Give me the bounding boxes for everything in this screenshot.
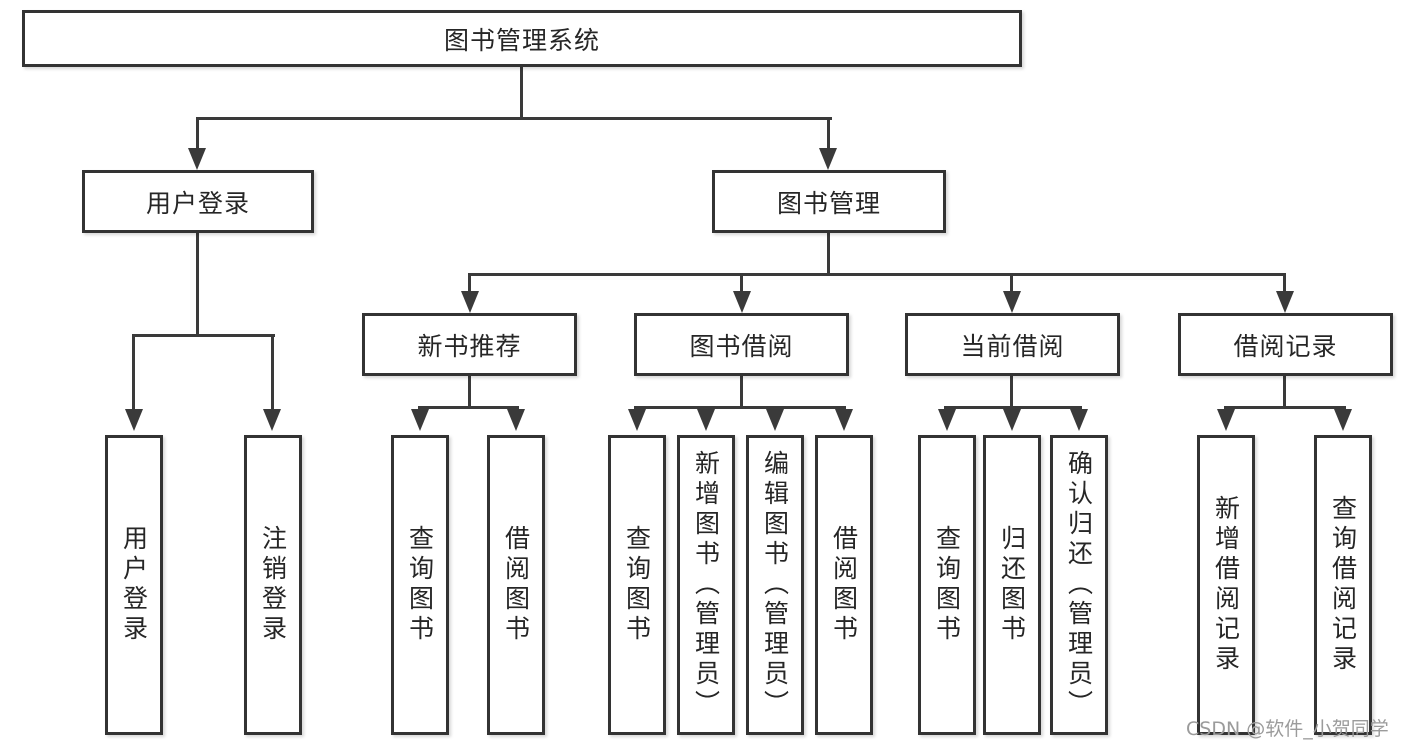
- arrow-down-icon: [697, 409, 715, 431]
- leaf-query-books-current: 查询图书: [918, 435, 976, 735]
- leaf-confirm-return-admin: 确认归还（管理员）: [1050, 435, 1108, 735]
- edge-to-leaf-user-login: [132, 334, 135, 411]
- edge-current-borrow-stem: [1010, 376, 1013, 408]
- arrow-down-icon: [507, 409, 525, 431]
- leaf-query-borrow-record: 查询借阅记录: [1314, 435, 1372, 735]
- leaf-label: 查询借阅记录: [1328, 495, 1358, 675]
- node-label: 图书借阅: [689, 331, 794, 361]
- node-label: 借阅记录: [1233, 331, 1338, 361]
- node-user-login: 用户登录: [82, 170, 314, 233]
- arrow-down-icon: [188, 148, 206, 170]
- arrow-down-icon: [733, 291, 751, 313]
- edge-borrow-records-hbar: [1224, 406, 1346, 409]
- arrow-down-icon: [1003, 291, 1021, 313]
- arrow-down-icon: [1276, 291, 1294, 313]
- edge-to-borrow-records: [1283, 273, 1286, 293]
- leaf-label: 查询图书: [405, 525, 435, 645]
- edge-to-new-book-recommend: [468, 273, 471, 293]
- watermark: CSDN @软件_小贺同学: [1186, 718, 1389, 740]
- edge-to-leaf-logout: [271, 334, 274, 411]
- edge-book-borrow-stem: [740, 376, 743, 408]
- node-borrow-records: 借阅记录: [1178, 313, 1393, 376]
- leaf-borrow-books-recommend: 借阅图书: [487, 435, 545, 735]
- leaf-query-books-recommend: 查询图书: [391, 435, 449, 735]
- edge-to-book-management: [827, 117, 830, 150]
- edge-root-stem: [520, 67, 523, 118]
- arrow-down-icon: [628, 409, 646, 431]
- leaf-label: 借阅图书: [829, 525, 859, 645]
- arrow-down-icon: [1334, 409, 1352, 431]
- leaf-label: 用户登录: [119, 525, 149, 645]
- node-book-borrow: 图书借阅: [634, 313, 849, 376]
- leaf-return-books: 归还图书: [983, 435, 1041, 735]
- node-label: 图书管理系统: [443, 25, 600, 55]
- edge-book-borrow-hbar: [634, 406, 846, 409]
- arrow-down-icon: [766, 409, 784, 431]
- leaf-query-books-borrow: 查询图书: [608, 435, 666, 735]
- edge-borrow-records-stem: [1283, 376, 1286, 408]
- leaf-add-borrow-record: 新增借阅记录: [1197, 435, 1255, 735]
- arrow-down-icon: [125, 409, 143, 431]
- leaf-label: 归还图书: [997, 525, 1027, 645]
- arrow-down-icon: [1003, 409, 1021, 431]
- arrow-down-icon: [1070, 409, 1088, 431]
- edge-recommend-stem: [468, 376, 471, 408]
- edge-user-login-stem: [196, 233, 199, 336]
- edge-book-management-stem: [827, 233, 830, 275]
- node-current-borrow: 当前借阅: [905, 313, 1120, 376]
- node-book-management: 图书管理: [712, 170, 946, 233]
- leaf-label: 确认归还（管理员）: [1064, 450, 1094, 720]
- leaf-add-books-admin: 新增图书（管理员）: [677, 435, 735, 735]
- leaf-label: 查询图书: [932, 525, 962, 645]
- edge-to-user-login: [196, 117, 199, 150]
- leaf-label: 借阅图书: [501, 525, 531, 645]
- arrow-down-icon: [938, 409, 956, 431]
- arrow-down-icon: [1217, 409, 1235, 431]
- node-root: 图书管理系统: [22, 10, 1022, 67]
- edge-to-current-borrow: [1010, 273, 1013, 293]
- edge-current-borrow-hbar: [944, 406, 1082, 409]
- leaf-borrow-books: 借阅图书: [815, 435, 873, 735]
- leaf-logout: 注销登录: [244, 435, 302, 735]
- edge-book-management-hbar: [468, 273, 1286, 276]
- edge-recommend-hbar: [418, 406, 519, 409]
- edge-root-hbar: [196, 117, 832, 120]
- node-label: 新书推荐: [417, 331, 522, 361]
- node-label: 用户登录: [145, 188, 250, 218]
- node-new-book-recommend: 新书推荐: [362, 313, 577, 376]
- leaf-label: 编辑图书（管理员）: [760, 450, 790, 720]
- arrow-down-icon: [819, 148, 837, 170]
- edge-user-login-hbar: [132, 334, 275, 337]
- arrow-down-icon: [263, 409, 281, 431]
- leaf-label: 查询图书: [622, 525, 652, 645]
- leaf-edit-books-admin: 编辑图书（管理员）: [746, 435, 804, 735]
- node-label: 图书管理: [776, 188, 881, 218]
- arrow-down-icon: [835, 409, 853, 431]
- arrow-down-icon: [461, 291, 479, 313]
- leaf-label: 新增图书（管理员）: [691, 450, 721, 720]
- arrow-down-icon: [411, 409, 429, 431]
- leaf-user-login: 用户登录: [105, 435, 163, 735]
- node-label: 当前借阅: [960, 331, 1065, 361]
- edge-to-book-borrow: [740, 273, 743, 293]
- leaf-label: 注销登录: [258, 525, 288, 645]
- leaf-label: 新增借阅记录: [1211, 495, 1241, 675]
